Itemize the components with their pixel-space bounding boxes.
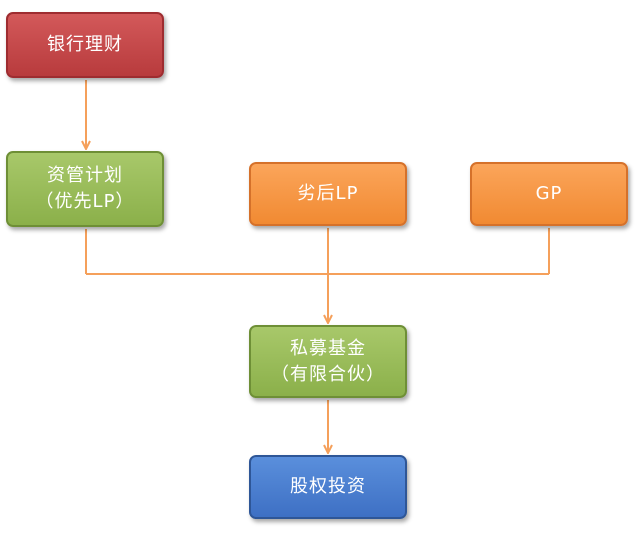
node-asset-management-plan: 资管计划 （优先LP） — [6, 151, 164, 227]
node-gp-label: GP — [535, 183, 563, 204]
node-bank-wealth-label: 银行理财 — [47, 34, 123, 55]
node-subordinated-lp-label: 劣后LP — [297, 183, 359, 204]
node-asset-management-plan-label: 资管计划 — [47, 165, 123, 186]
node-bank-wealth: 银行理财 — [6, 12, 164, 78]
node-equity-investment: 股权投资 — [249, 455, 407, 519]
node-equity-investment-label: 股权投资 — [290, 476, 366, 497]
node-private-fund: 私募基金 （有限合伙） — [249, 325, 407, 398]
node-private-fund-label: 私募基金 — [290, 337, 366, 359]
node-private-fund-sublabel: （有限合伙） — [271, 363, 385, 385]
node-gp: GP — [470, 162, 628, 226]
node-asset-management-plan-sublabel: （优先LP） — [35, 191, 135, 212]
node-subordinated-lp: 劣后LP — [249, 162, 407, 226]
